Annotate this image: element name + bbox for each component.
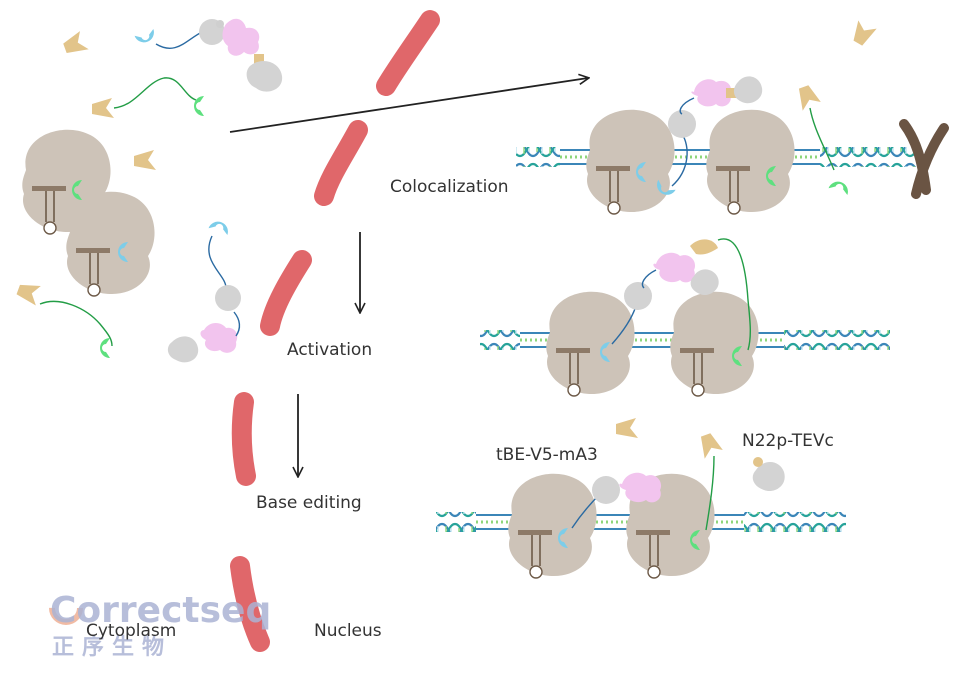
tan-fragment bbox=[848, 18, 877, 48]
watermark-logo: Correctseq 正序生物 bbox=[49, 590, 271, 660]
grey-domain bbox=[690, 269, 719, 296]
colocalization-panel bbox=[516, 18, 949, 215]
cyan-fragment bbox=[208, 218, 231, 236]
grey-domain bbox=[668, 110, 696, 138]
tan-fragment bbox=[92, 98, 114, 118]
label-base-editing: Base editing bbox=[256, 493, 362, 513]
tan-fragment bbox=[134, 150, 156, 170]
tan-fragment bbox=[15, 279, 43, 306]
chromosome bbox=[231, 392, 256, 486]
cas9-complex bbox=[65, 190, 156, 297]
label-cytoplasm: Cytoplasm bbox=[86, 621, 176, 641]
pink-domain bbox=[653, 252, 696, 283]
x-chromosome bbox=[899, 119, 949, 199]
label-tbe: tBE-V5-mA3 bbox=[496, 445, 598, 465]
label-activation: Activation bbox=[287, 340, 372, 360]
grey-domain bbox=[215, 285, 241, 311]
label-nucleus: Nucleus bbox=[314, 621, 382, 641]
tan-fragment bbox=[795, 83, 822, 111]
grey-domain bbox=[167, 336, 199, 363]
pink-domain bbox=[222, 18, 260, 56]
chromosome bbox=[260, 250, 312, 336]
nucleus-chromosomes bbox=[230, 10, 440, 652]
pink-domain bbox=[200, 323, 238, 353]
cytoplasm-region bbox=[15, 18, 283, 363]
grey-domain bbox=[624, 282, 652, 310]
chromosome bbox=[314, 120, 368, 206]
cyan-fragment bbox=[134, 28, 157, 46]
tan-fragment bbox=[697, 431, 724, 459]
grey-domain bbox=[592, 476, 620, 504]
tan-fragment bbox=[690, 239, 718, 255]
cas9-complex bbox=[545, 290, 636, 397]
linker bbox=[809, 107, 835, 171]
linker bbox=[113, 77, 197, 109]
chromosome bbox=[376, 10, 440, 96]
cas9-complex bbox=[507, 472, 598, 579]
chromosome bbox=[230, 556, 270, 652]
watermark-cjk: 正序生物 bbox=[52, 634, 172, 660]
label-n22p: N22p-TEVc bbox=[742, 431, 834, 451]
pink-domain bbox=[619, 472, 662, 503]
grey-domain bbox=[733, 76, 763, 104]
label-colocalization: Colocalization bbox=[390, 177, 509, 197]
cas9-complex bbox=[705, 108, 796, 215]
colocalization-arrow bbox=[229, 78, 588, 133]
cas9-complex bbox=[585, 108, 676, 215]
linker bbox=[39, 300, 113, 347]
green-fragment bbox=[828, 178, 851, 196]
pink-domain bbox=[691, 79, 732, 107]
green-fragment bbox=[194, 96, 204, 116]
linker bbox=[208, 235, 227, 289]
activation-panel bbox=[480, 238, 890, 397]
watermark-latin: Correctseq bbox=[50, 590, 271, 631]
linker bbox=[717, 238, 751, 351]
green-fragment bbox=[100, 338, 110, 358]
linker bbox=[705, 455, 715, 531]
tan-fragment bbox=[61, 30, 89, 57]
grey-domain bbox=[246, 61, 283, 92]
cas9-complex bbox=[669, 290, 760, 397]
linker bbox=[155, 31, 203, 50]
tan-fragment bbox=[616, 418, 638, 438]
grey-domain bbox=[752, 461, 785, 492]
base-editing-panel bbox=[436, 418, 846, 579]
